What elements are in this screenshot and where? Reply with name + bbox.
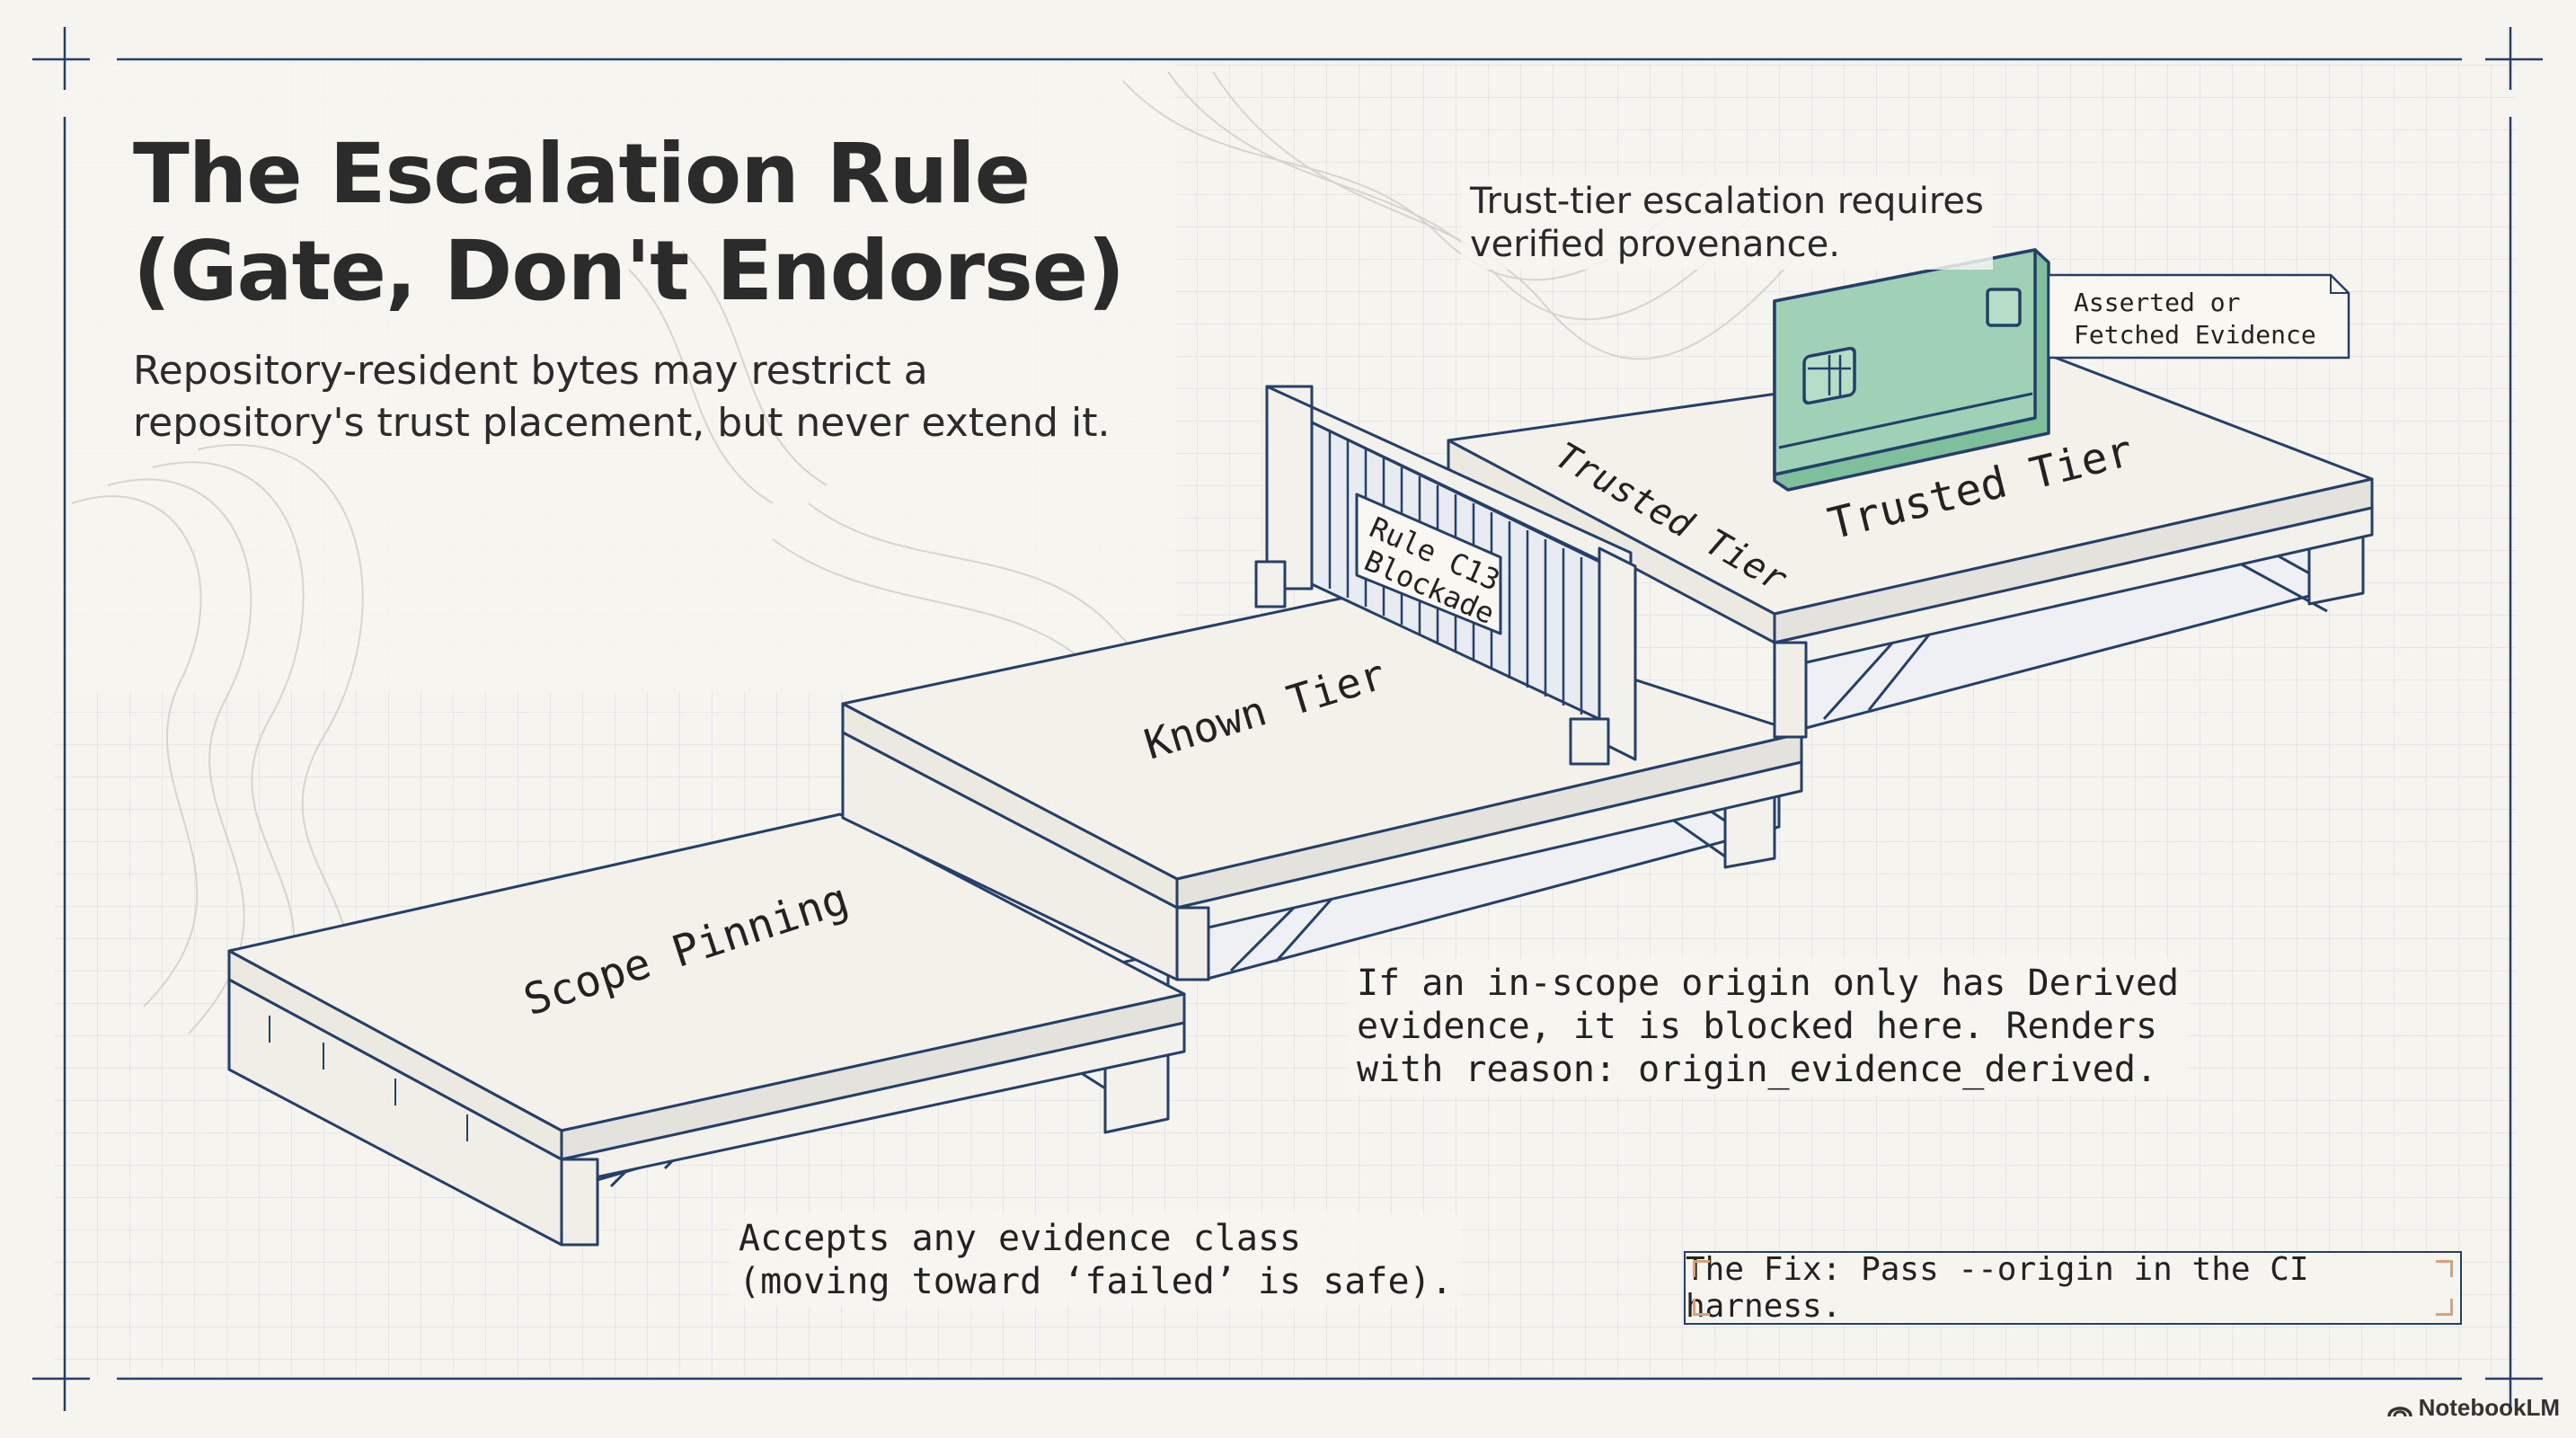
page-title-line2: (Gate, Don't Endorse): [133, 223, 1125, 319]
corner-mark: [2436, 1260, 2453, 1277]
corner-mark: [1693, 1260, 1710, 1277]
page-subtitle-line1: Repository-resident bytes may restrict a: [133, 348, 928, 394]
note-trusted-line1: Trust-tier escalation requires: [1470, 181, 1984, 222]
page-title-line1: The Escalation Rule: [133, 126, 1031, 222]
fix-callout: The Fix: Pass --origin in the CI harness…: [1684, 1251, 2462, 1325]
note-scope-line1: Accepts any evidence class: [739, 1218, 1302, 1259]
note-known-line2: evidence, it is blocked here. Renders: [1357, 1006, 2158, 1047]
page-subtitle-line2: repository's trust placement, but never …: [133, 400, 1111, 446]
note-scope-line2: (moving toward ‘failed’ is safe).: [739, 1261, 1453, 1302]
card-tag-line2: Fetched Evidence: [2074, 320, 2316, 350]
card-tag: [2047, 273, 2350, 360]
page-subtitle: Repository-resident bytes may restrict a…: [133, 345, 1110, 449]
platform-scope-pinning: [227, 812, 1186, 1247]
note-trusted-line2: verified provenance.: [1470, 224, 1840, 265]
brand-name: NotebookLM: [2418, 1394, 2560, 1421]
platform-trusted-tier: [1447, 353, 2374, 739]
note-scope: Accepts any evidence class (moving towar…: [730, 1213, 1462, 1307]
corner-mark: [1693, 1299, 1710, 1316]
fix-callout-text: The Fix: Pass --origin in the CI harness…: [1686, 1251, 2309, 1325]
evidence-card: [1773, 248, 2050, 492]
note-known: If an in-scope origin only has Derived e…: [1348, 958, 2189, 1095]
note-trusted: Trust-tier escalation requires verified …: [1461, 176, 1993, 270]
corner-mark: [2436, 1299, 2453, 1316]
brand-badge: NotebookLM: [2386, 1394, 2560, 1422]
blueprint-frame: [32, 27, 2543, 1411]
note-known-line1: If an in-scope origin only has Derived: [1357, 963, 2180, 1004]
note-known-line3: with reason: origin_evidence_derived.: [1357, 1049, 2158, 1090]
blockade-gate: [1254, 385, 1637, 766]
notebooklm-logo-icon: [2386, 1406, 2412, 1416]
page-title: The Escalation Rule (Gate, Don't Endorse…: [133, 126, 1125, 320]
card-tag-line1: Asserted or: [2074, 288, 2240, 317]
